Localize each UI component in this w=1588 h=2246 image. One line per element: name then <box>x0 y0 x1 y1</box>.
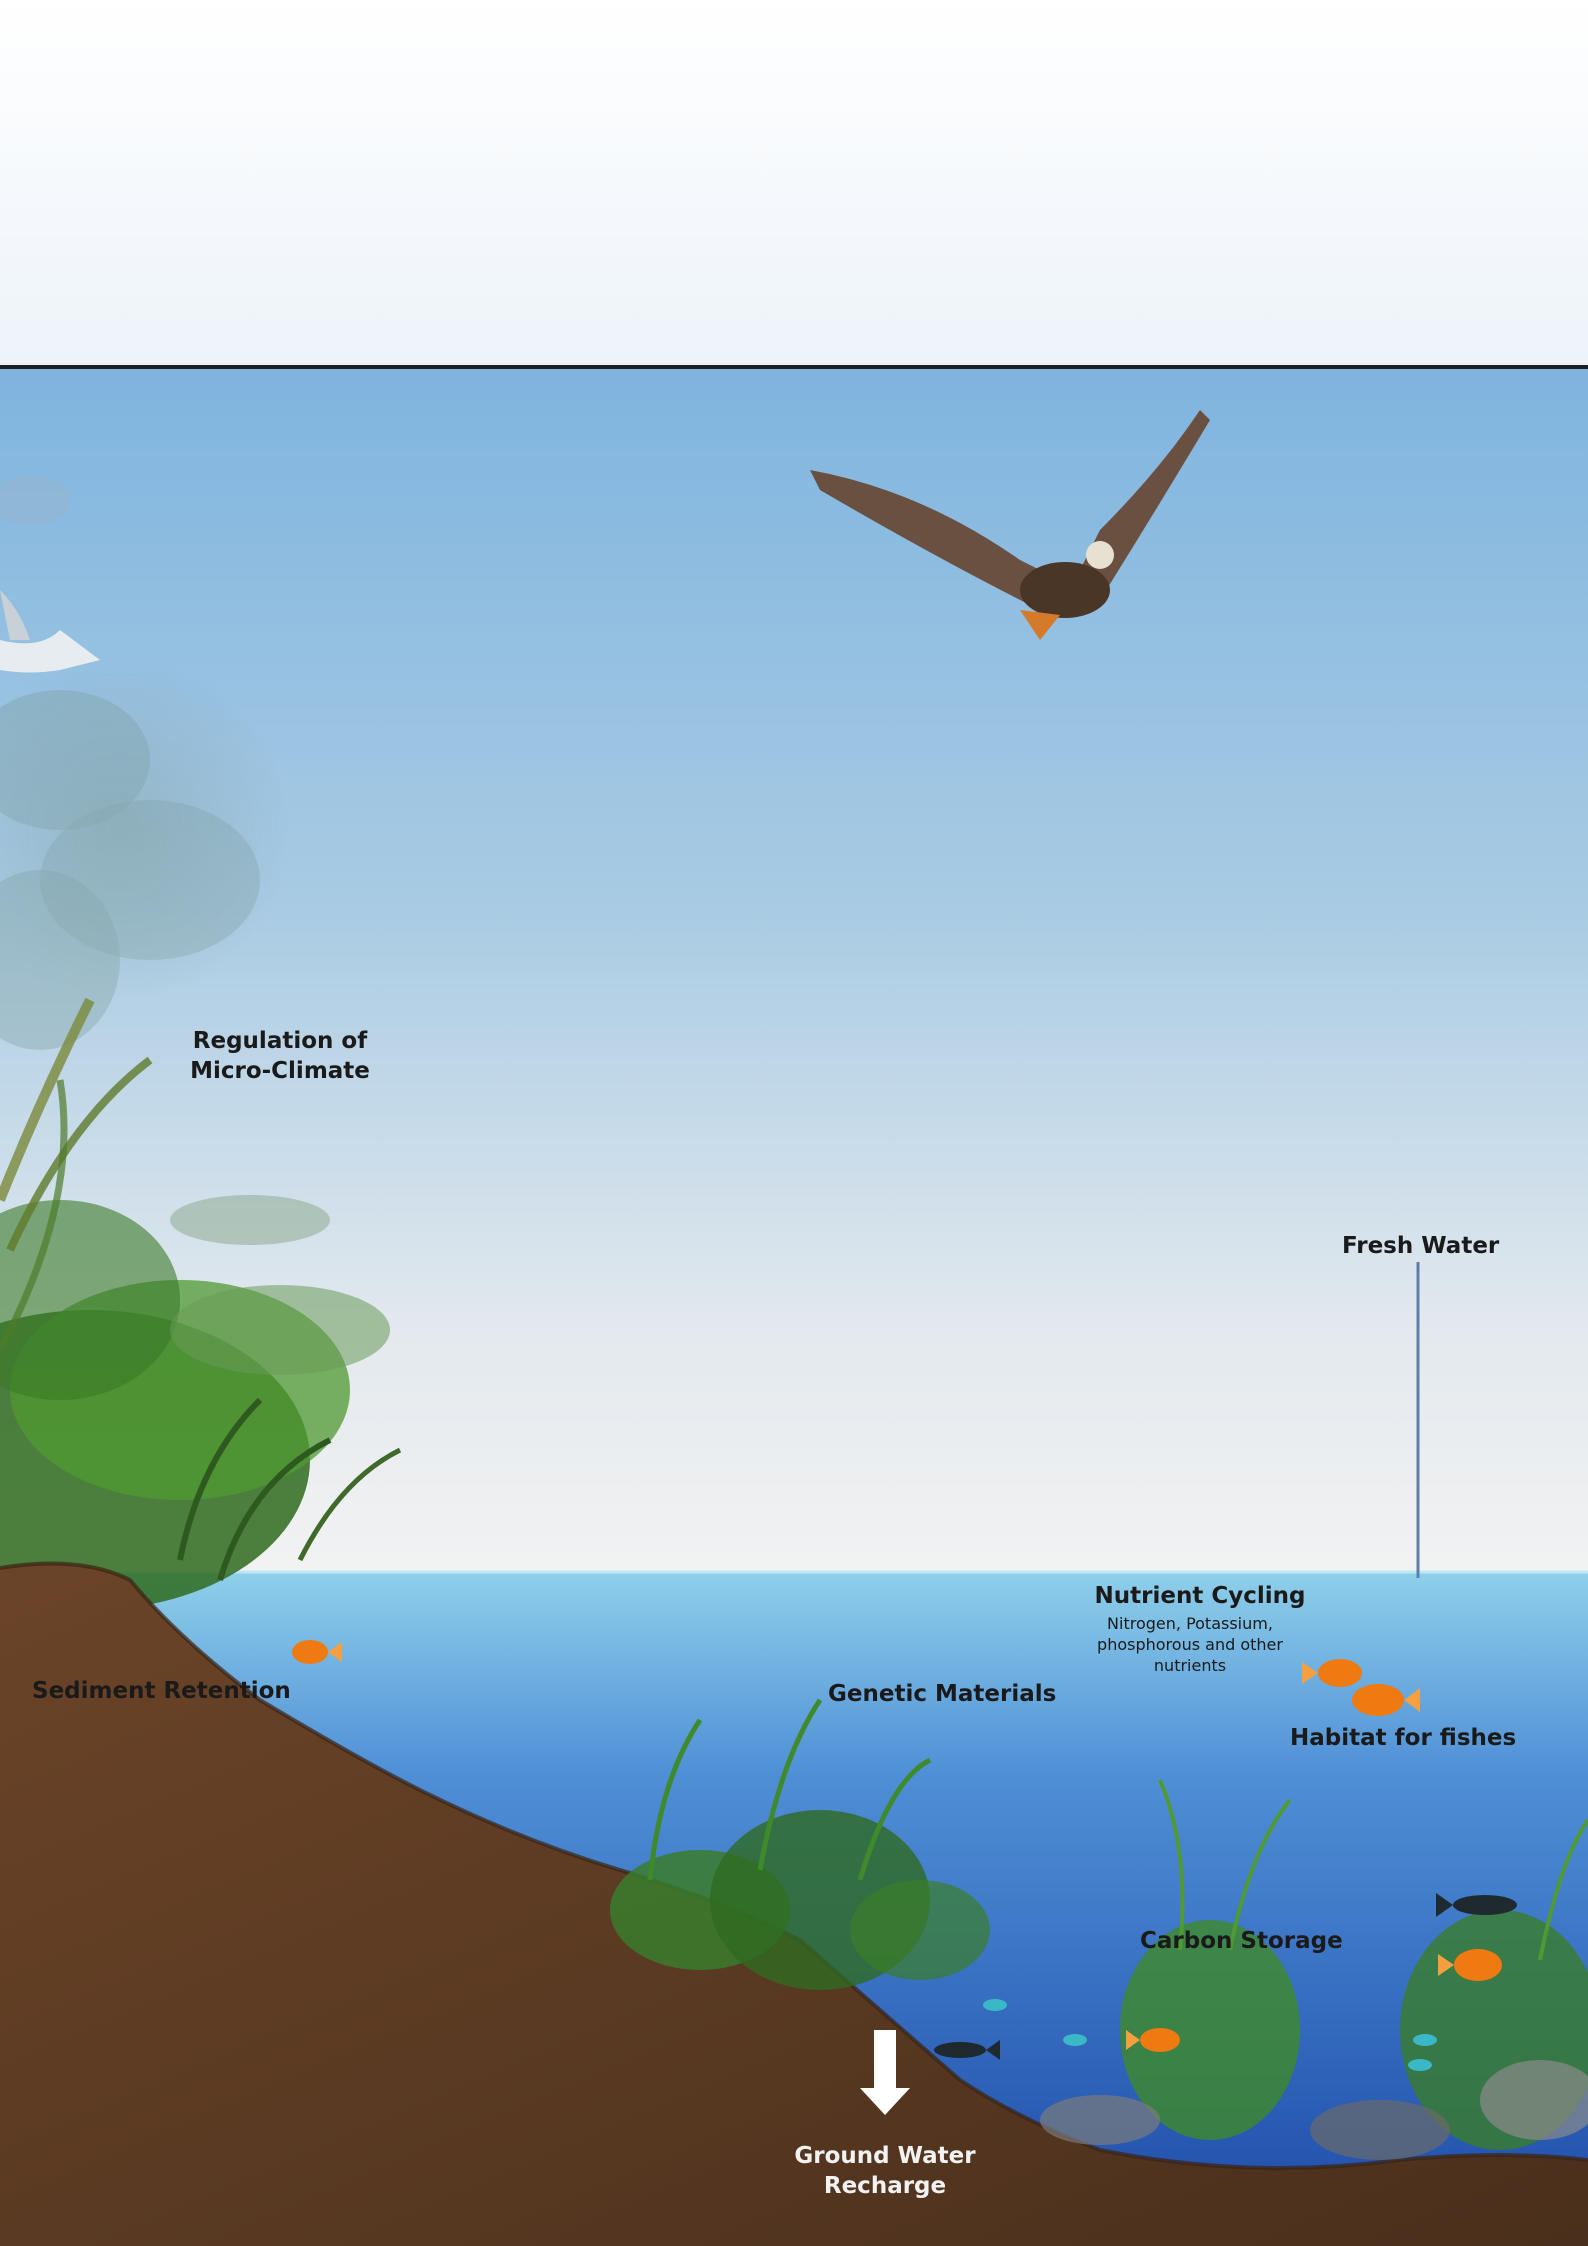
label-nutrient-line3: nutrients <box>1060 1656 1320 1677</box>
label-ground-water-line2: Recharge <box>755 2172 1015 2202</box>
label-nutrient-details: Nitrogen, Potassium, phosphorous and oth… <box>1060 1614 1320 1676</box>
label-micro-climate-line2: Micro-Climate <box>150 1057 410 1087</box>
label-habitat-for-fishes: Habitat for fishes <box>1290 1724 1516 1754</box>
label-nutrient-line2: phosphorous and other <box>1060 1635 1320 1656</box>
label-sediment-retention: Sediment Retention <box>32 1677 291 1707</box>
top-band <box>0 0 1588 366</box>
label-nutrient-cycling: Nutrient Cycling <box>1070 1582 1330 1612</box>
label-fresh-water: Fresh Water <box>1342 1232 1499 1262</box>
label-micro-climate: Regulation of Micro-Climate <box>150 1027 410 1087</box>
label-micro-climate-line1: Regulation of <box>150 1027 410 1057</box>
label-genetic-materials: Genetic Materials <box>828 1680 1056 1710</box>
label-ground-water-line1: Ground Water <box>755 2142 1015 2172</box>
label-carbon-storage: Carbon Storage <box>1140 1927 1343 1957</box>
label-ground-water-recharge: Ground Water Recharge <box>755 2142 1015 2202</box>
label-nutrient-line1: Nitrogen, Potassium, <box>1060 1614 1320 1635</box>
